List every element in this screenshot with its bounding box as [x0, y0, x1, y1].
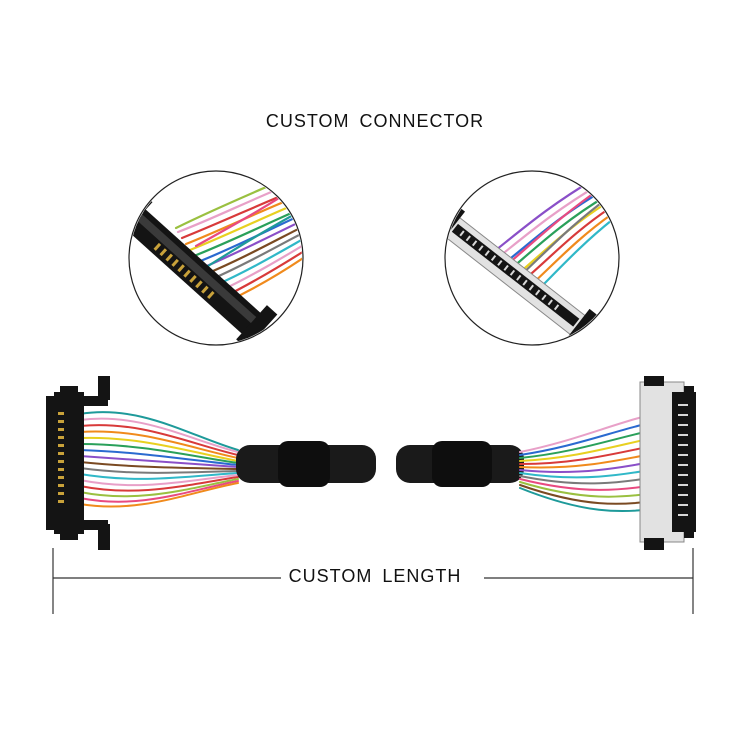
right-connector-closeup — [444, 170, 620, 346]
left-connector-closeup — [128, 170, 304, 346]
right-connector — [639, 376, 696, 550]
dimension-line — [52, 548, 694, 614]
page-title: CUSTOM CONNECTOR — [265, 111, 485, 131]
dimension-label: CUSTOM LENGTH — [0, 566, 750, 587]
dimension-label-text: CUSTOM LENGTH — [280, 566, 470, 586]
cable-assembly — [46, 376, 696, 550]
left-connector — [46, 376, 110, 550]
